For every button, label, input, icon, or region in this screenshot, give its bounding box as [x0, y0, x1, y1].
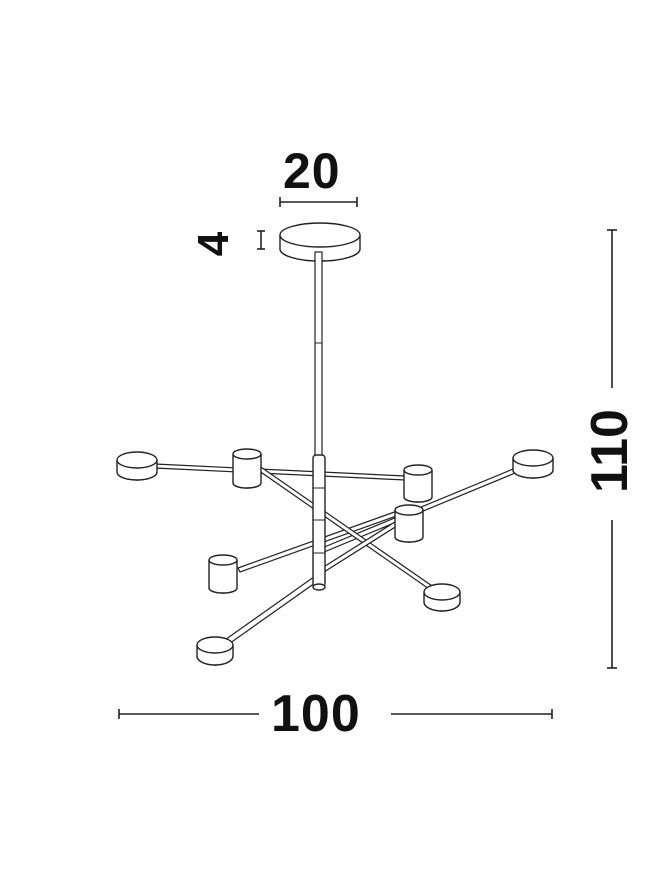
light-head-upper-left: [232, 448, 262, 489]
arms: [154, 463, 521, 647]
canopy-width-dimension: [279, 197, 358, 207]
light-head-upper-right: [403, 464, 433, 503]
total-height-dimension: [607, 229, 617, 669]
light-head-far-left: [116, 451, 158, 481]
total-width-label: 100: [271, 685, 361, 743]
light-head-lower-left: [196, 636, 234, 666]
canopy-diameter-label: 20: [283, 143, 341, 199]
light-head-mid-right: [394, 504, 424, 543]
light-head-far-right: [512, 449, 554, 479]
central-hub: [312, 454, 326, 591]
canopy-height-label: 4: [189, 231, 238, 257]
light-head-mid-left: [208, 554, 238, 594]
canopy-height-dimension: [257, 230, 265, 250]
suspension-rod: [314, 251, 323, 458]
total-width-dimension: [118, 709, 553, 719]
light-head-lower-right: [423, 583, 461, 612]
total-height-label: 110: [581, 409, 639, 493]
